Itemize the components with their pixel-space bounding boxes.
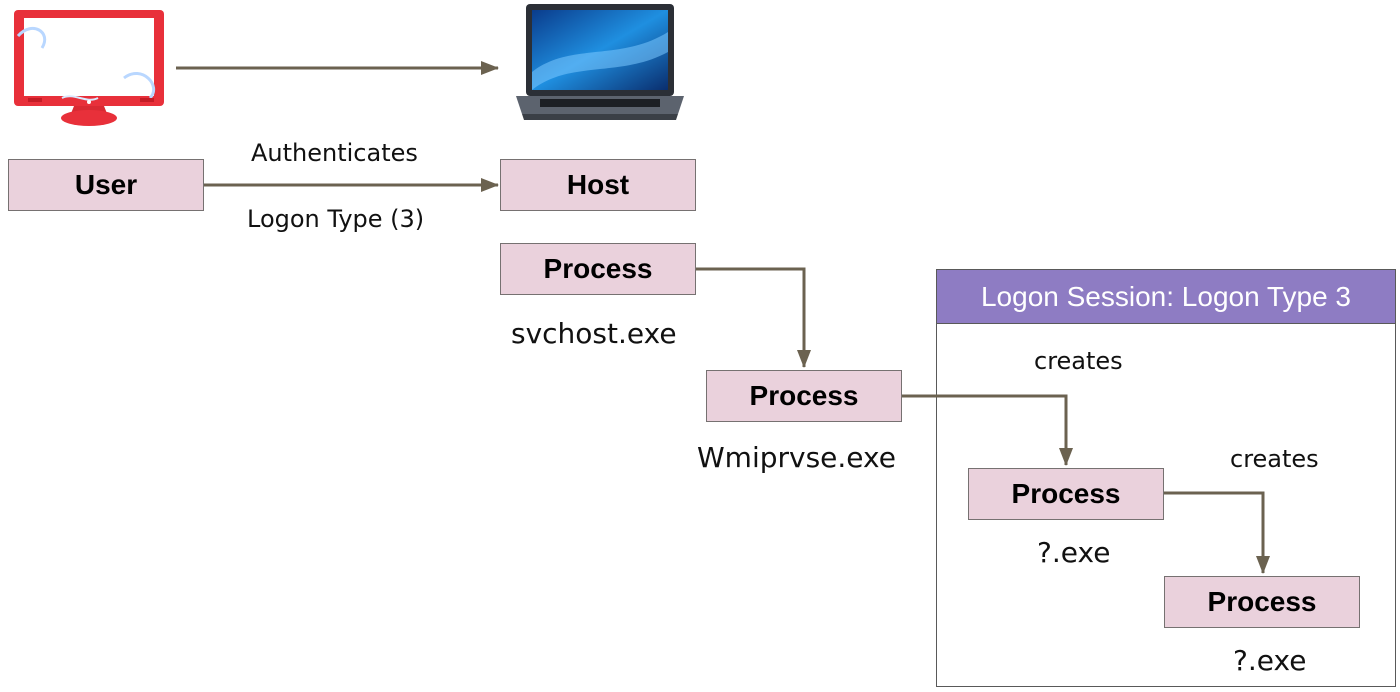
process-svchost-label: Process — [543, 253, 653, 284]
host-node-label: Host — [566, 169, 630, 200]
process-child1-node: Process — [968, 468, 1164, 520]
process-name-wmi: Wmiprvse.exe — [697, 441, 896, 474]
user-node-label: User — [74, 169, 138, 200]
arrow-child1-to-child2-inner — [1164, 491, 1270, 574]
edge-label-authenticates: Authenticates — [251, 139, 418, 167]
monitor-icon — [14, 10, 164, 126]
arrow-wmi-to-child1-inner — [936, 394, 1073, 466]
process-child2-node: Process — [1164, 576, 1360, 628]
process-wmi-label: Process — [749, 380, 859, 411]
logon-session-title: Logon Session: Logon Type 3 — [980, 280, 1351, 312]
edge-label-creates-1: creates — [1034, 347, 1123, 375]
process-child2-label: Process — [1207, 586, 1317, 617]
edge-label-logon-type: Logon Type (3) — [247, 205, 425, 233]
user-node: User — [8, 159, 204, 211]
process-child1-label: Process — [1011, 478, 1121, 509]
process-wmi-node: Process — [706, 370, 902, 422]
process-name-child2: ?.exe — [1233, 644, 1307, 677]
process-name-child1: ?.exe — [1037, 536, 1111, 569]
process-name-svchost: svchost.exe — [511, 317, 677, 350]
arrow-svchost-to-wmi — [696, 267, 811, 368]
logon-session-header: Logon Session: Logon Type 3 — [937, 270, 1395, 324]
laptop-icon — [516, 4, 684, 120]
host-node: Host — [500, 159, 696, 211]
process-svchost-node: Process — [500, 243, 696, 295]
edge-label-creates-2: creates — [1230, 445, 1319, 473]
